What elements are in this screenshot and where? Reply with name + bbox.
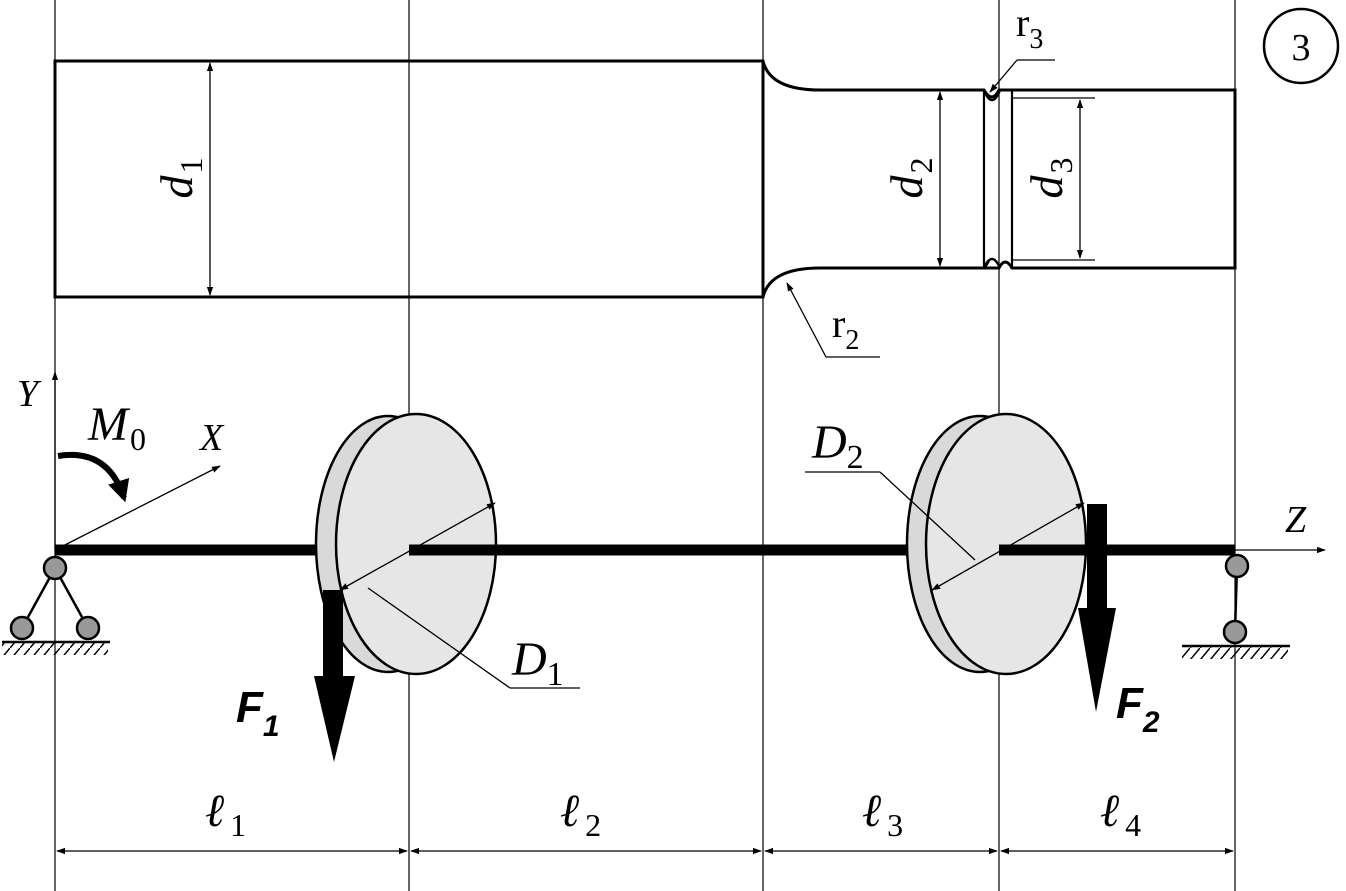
svg-text:d2: d2 — [881, 158, 939, 199]
left-support — [2, 555, 110, 655]
axis-z-label: Z — [1285, 499, 1307, 541]
pulley-d1-label: D1 — [511, 633, 564, 693]
pulley-d2 — [905, 412, 1088, 676]
svg-text:d3: d3 — [1021, 158, 1079, 199]
label-d1: d1 — [151, 158, 209, 199]
moment-label: M0 — [87, 398, 146, 457]
stepped-shaft — [53, 59, 1237, 299]
label-d2: d2 — [881, 158, 939, 199]
label-r2: r2 — [832, 301, 859, 356]
figure-number-circle — [1262, 7, 1340, 85]
pulley-d1 — [314, 412, 499, 676]
diameter-dimensions — [206, 62, 1095, 296]
label-d3: d3 — [1021, 158, 1079, 199]
force-f1 — [314, 590, 355, 762]
axis-x-label: X — [198, 417, 225, 459]
force-f2-label: F2 — [1116, 679, 1160, 739]
svg-text:d1: d1 — [151, 158, 209, 199]
axis-y-label: Y — [17, 373, 42, 415]
force-f1-label: F1 — [236, 683, 280, 743]
right-support — [1182, 553, 1290, 659]
figure-number: 3 — [1292, 27, 1311, 69]
axes — [51, 371, 1326, 554]
pulley-d2-label: D2 — [811, 416, 864, 476]
radius-leaders — [786, 59, 1055, 358]
pulley-leaders — [367, 471, 976, 689]
force-f2 — [1078, 504, 1116, 712]
label-r3: r3 — [1016, 0, 1043, 55]
moment-arc — [57, 451, 130, 503]
groove — [982, 89, 1002, 269]
